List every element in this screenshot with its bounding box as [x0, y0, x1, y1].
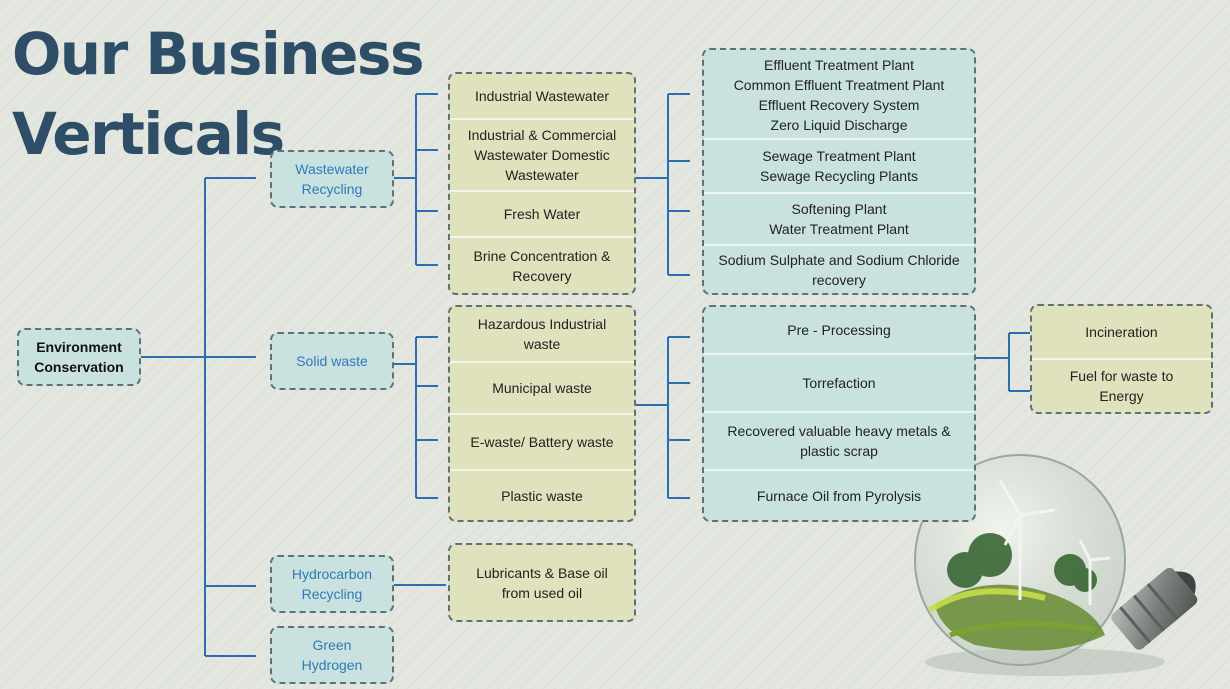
list-item: Torrefaction — [802, 375, 876, 391]
list-item: Municipal waste — [492, 380, 592, 396]
page-title: Our Business Verticals — [12, 14, 424, 174]
root-node-environment-conservation: Environment Conservation — [17, 328, 141, 386]
list-item: Furnace Oil from Pyrolysis — [756, 487, 922, 504]
category-hydrocarbon-recycling: Hydrocarbon Recycling — [270, 555, 394, 613]
list-item: Fresh Water — [503, 206, 581, 222]
category-wastewater-recycling: Wastewater Recycling — [270, 150, 394, 208]
list-item: Brine Concentration & Recovery — [473, 247, 611, 284]
category-label: Hydrocarbon Recycling — [291, 566, 373, 602]
category-label: Solid waste — [296, 353, 368, 369]
category-solid-waste: Solid waste — [270, 332, 394, 390]
wastewater-solutions-group: Effluent Treatment Plant Common Effluent… — [702, 48, 976, 295]
list-item: Recovered valuable heavy metals & plasti… — [727, 423, 951, 459]
list-item: Industrial Wastewater — [474, 88, 610, 104]
solid-waste-solutions-group: Pre - Processing Torrefaction Recovered … — [702, 305, 976, 522]
list-item: Softening Plant Water Treatment Plant — [769, 201, 909, 237]
list-item: Hazardous Industrial waste — [477, 316, 607, 352]
wastewater-sources-group: Industrial Wastewater Industrial & Comme… — [448, 72, 636, 295]
solid-waste-sources-group: Hazardous Industrial waste Municipal was… — [448, 305, 636, 522]
list-item: Incineration — [1085, 324, 1158, 340]
category-label: Wastewater Recycling — [295, 161, 369, 197]
category-green-hydrogen: Green Hydrogen — [270, 626, 394, 684]
list-item: Lubricants & Base oil from used oil — [476, 564, 608, 601]
list-item: Pre - Processing — [787, 322, 891, 338]
list-item: Sodium Sulphate and Sodium Chloride reco… — [718, 251, 960, 288]
title-line-2: Verticals — [12, 100, 285, 168]
list-item: E-waste/ Battery waste — [470, 434, 614, 450]
list-item: Plastic waste — [501, 487, 583, 504]
list-item: Sewage Treatment Plant Sewage Recycling … — [760, 148, 918, 184]
category-label: Green Hydrogen — [301, 637, 363, 673]
list-item: Fuel for waste to Energy — [1069, 368, 1174, 404]
title-line-1: Our Business — [12, 20, 424, 88]
root-label: Environment Conservation — [34, 339, 124, 375]
list-item: Effluent Treatment Plant Common Effluent… — [733, 57, 945, 133]
hydrocarbon-product: Lubricants & Base oil from used oil — [448, 543, 636, 622]
list-item: Industrial & Commercial Wastewater Domes… — [467, 127, 617, 183]
energy-outputs-group: Incineration Fuel for waste to Energy — [1030, 304, 1213, 414]
